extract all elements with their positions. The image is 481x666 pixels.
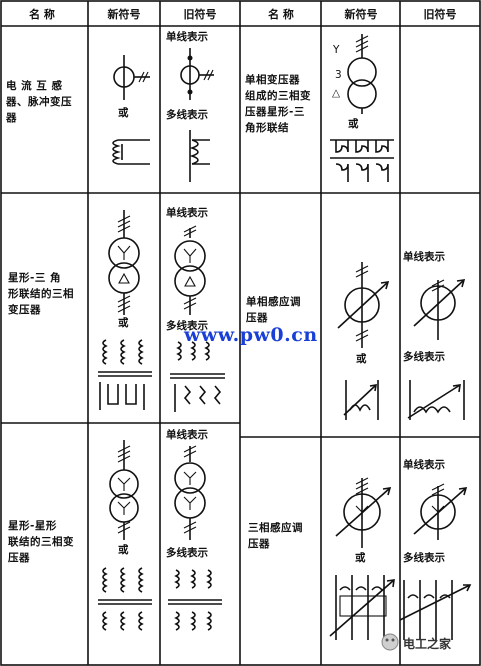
right-row2-or: 或 [356,353,367,365]
current-transformer-new-multi [112,139,150,165]
star-star-new-symbol [109,440,139,540]
star-delta-old-multi [170,341,225,412]
right-row2-old-multi-label: 多线表示 [403,351,445,363]
right-row1-or: 或 [348,118,359,130]
header-new-symbol-2: 新符号 [344,8,378,21]
row1-old-single-label: 单线表示 [166,31,208,43]
three-phase-regulator-old-multi [399,580,472,640]
row3-name-line3: 压器 [8,552,30,564]
current-transformer-new-symbol [113,55,150,100]
single-phase-regulator-new-symbol [337,262,390,348]
brand-label: 电工之家 [403,637,452,651]
star-delta-old-single [174,225,206,315]
right-row2-name-line2: 压器 [246,312,268,324]
row3-or: 或 [118,544,129,556]
header-old-symbol: 旧符号 [183,8,217,21]
star-star-old-single [174,445,206,540]
header-name: 名 称 [29,8,55,21]
right-row1-name-line2: 组成的三相变 [245,90,311,102]
header-name-2: 名 称 [268,8,294,21]
row3-name-line1: 星形-星形 [8,520,57,532]
right-row2-old-single-label: 单线表示 [403,251,445,263]
row2-name-line3: 变压器 [8,304,41,316]
right-row3-old-multi-label: 多线表示 [403,552,445,564]
star-delta-new-symbol [108,210,140,315]
right-row2-name-line1: 单相感应调 [246,296,301,308]
right-row1-mark-3: 3 [335,69,342,81]
single-phase-regulator-old-multi [407,380,465,420]
current-transformer-old-single [180,48,214,100]
star-star-new-multi [98,567,152,631]
three-phase-regulator-new-multi [329,575,395,640]
row1-name-line3: 器 [6,112,17,124]
row3-name: 星形-星形 联结的三相变 压器 [8,518,88,566]
row3-name-line2: 联结的三相变 [8,536,74,548]
star-delta-new-multi [98,339,152,410]
row3-old-single-label: 单线表示 [166,429,208,441]
row1-old-multi-label: 多线表示 [166,109,208,121]
row2-old-single-label: 单线表示 [166,207,208,219]
single-phase-regulator-old-single [413,279,466,340]
watermark: www.pw0.cn [184,324,318,346]
right-row1-mark-delta: △ [332,87,341,99]
current-transformer-old-multi [189,130,210,182]
row2-or: 或 [118,317,129,329]
right-row1-name: 单相变压器 组成的三相变 压器星形-三 角形联结 [245,72,321,136]
right-row1-name-line4: 角形联结 [245,122,289,134]
row2-name: 星形-三 角 形联结的三相 变压器 [8,270,88,318]
header-new-symbol: 新符号 [107,8,141,21]
row1-name-line2: 器、脉冲变压 [6,96,72,108]
row1-name-line1: 电 流 互 感 [6,80,63,92]
row2-name-line2: 形联结的三相 [8,288,74,300]
right-row1-name-line3: 压器星形-三 [245,106,305,118]
right-row3-name: 三相感应调 压器 [248,520,320,552]
right-row3-old-single-label: 单线表示 [403,459,445,471]
header-old-symbol-2: 旧符号 [423,8,457,21]
single-phase-bank-new-symbol [347,34,377,114]
row2-old-multi-label: 多线表示 [166,320,208,332]
three-phase-regulator-old-single [413,483,468,540]
star-star-old-multi [168,569,222,631]
single-phase-regulator-new-multi [343,380,379,420]
right-row3-name-line1: 三相感应调 [248,522,303,534]
row1-or: 或 [118,107,129,119]
brand-logo-icon [381,633,399,651]
row3-old-multi-label: 多线表示 [166,547,208,559]
right-row1-mark-y: Y [333,44,340,56]
right-row3-name-line2: 压器 [248,538,270,550]
row2-name-line1: 星形-三 角 [8,272,62,284]
three-phase-regulator-new-symbol [335,477,392,548]
row1-name: 电 流 互 感 器、脉冲变压 器 [6,78,86,126]
right-row1-name-line1: 单相变压器 [245,74,300,86]
right-row2-name: 单相感应调 压器 [246,294,320,326]
right-row3-or: 或 [355,552,366,564]
single-phase-bank-new-multi [330,139,394,182]
